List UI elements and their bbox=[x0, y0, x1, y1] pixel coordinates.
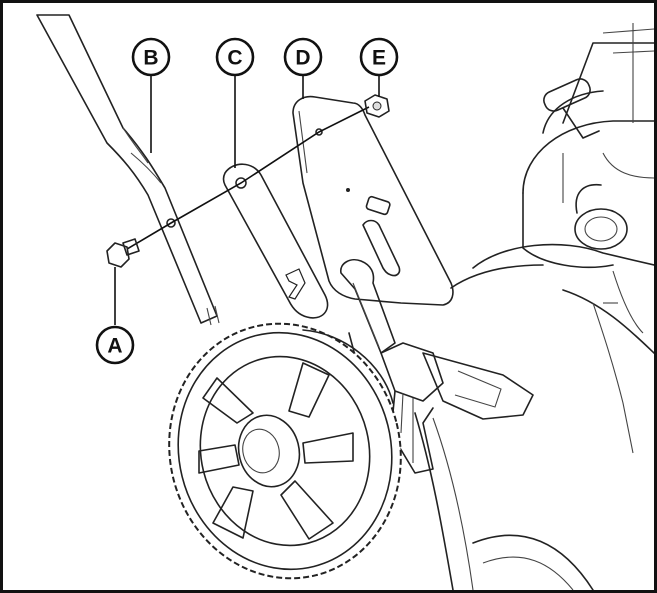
callout-d: D bbox=[283, 37, 323, 77]
callout-a: A bbox=[95, 325, 135, 365]
assembly-axis bbox=[126, 106, 370, 250]
nut bbox=[364, 94, 390, 118]
callout-e: E bbox=[359, 37, 399, 77]
callout-b-label: B bbox=[143, 47, 158, 70]
side-plate bbox=[292, 95, 454, 306]
mower-body bbox=[414, 243, 654, 590]
callout-d-label: D bbox=[295, 47, 310, 70]
leader-lines bbox=[114, 75, 380, 325]
diagram-drawing: A B C D E bbox=[36, 14, 654, 590]
callout-c-label: C bbox=[227, 47, 242, 70]
rear-wheel bbox=[168, 322, 402, 580]
bracket-plate bbox=[222, 163, 329, 319]
callout-b: B bbox=[131, 37, 171, 77]
callout-c: C bbox=[215, 37, 255, 77]
engine bbox=[522, 23, 654, 334]
callout-a-label: A bbox=[107, 335, 122, 358]
bolt bbox=[106, 238, 140, 268]
handle-tube bbox=[36, 14, 220, 326]
callout-e-label: E bbox=[372, 47, 386, 70]
